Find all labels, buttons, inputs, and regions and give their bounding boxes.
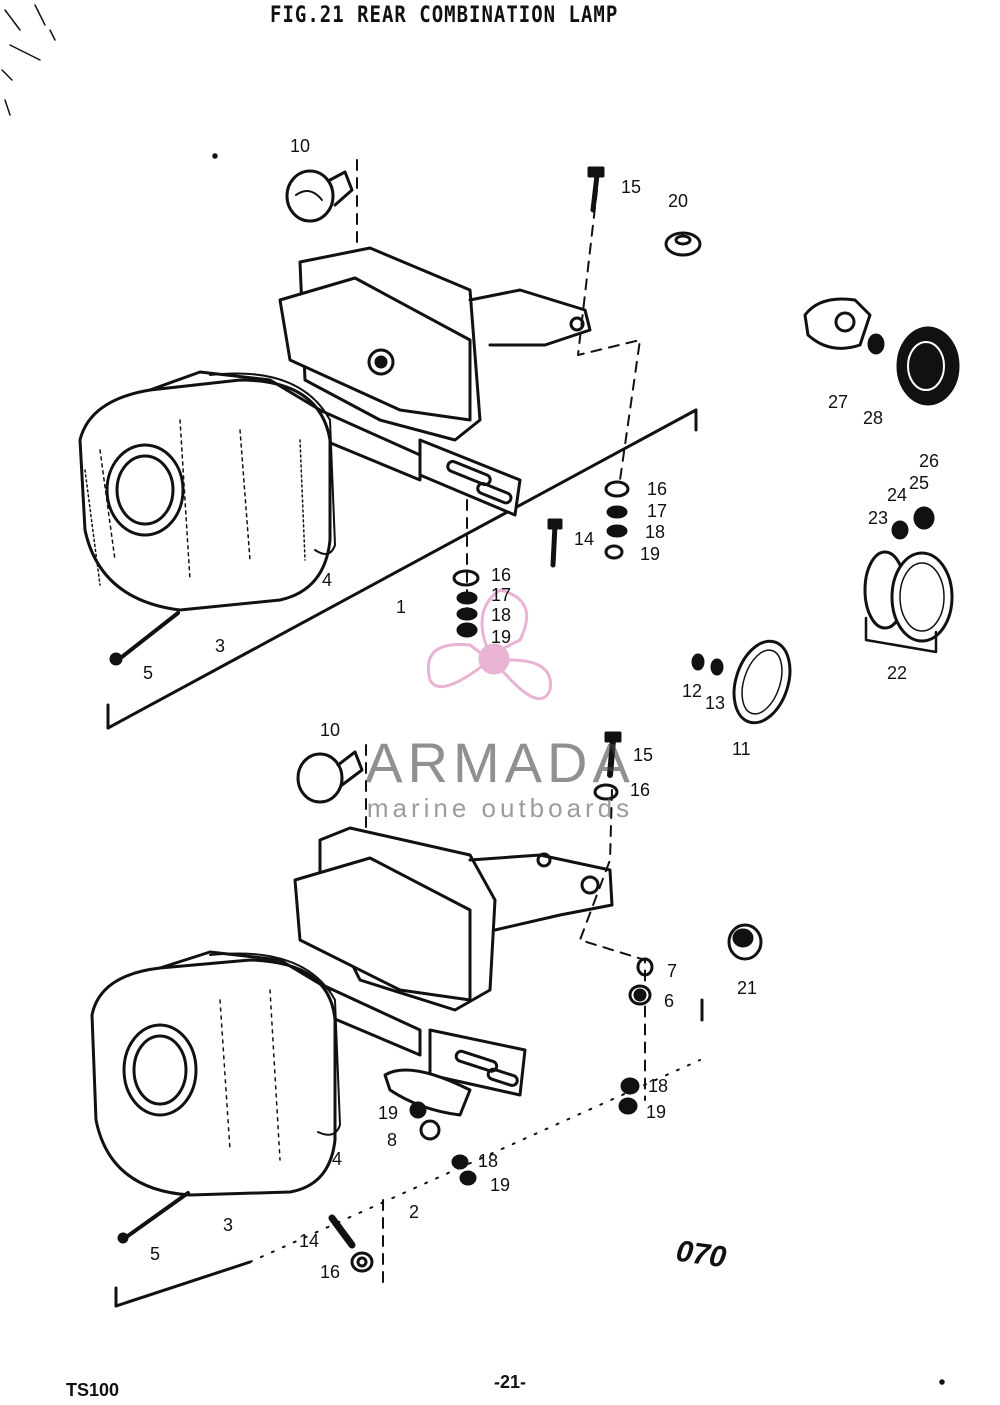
bulb-10-lower xyxy=(296,750,364,804)
callout-upper-26: 26 xyxy=(919,451,940,471)
callout-lower-5: 5 xyxy=(150,1244,161,1264)
callout-upper-20: 20 xyxy=(668,191,689,211)
callout-upper-19b: 19 xyxy=(491,627,512,647)
washer-stack-center xyxy=(452,569,480,638)
screw-5 xyxy=(109,611,180,666)
callout-lower-7: 7 xyxy=(667,961,678,981)
callout-upper-15: 15 xyxy=(621,177,642,197)
washer-stack-lower-center xyxy=(409,1101,477,1186)
callout-lower-18b: 18 xyxy=(478,1151,499,1171)
callout-upper-13: 13 xyxy=(705,693,726,713)
callout-upper-22: 22 xyxy=(887,663,908,683)
callout-lower-21: 21 xyxy=(737,978,758,998)
callout-upper-16b: 16 xyxy=(491,565,512,585)
callout-lower-16: 16 xyxy=(630,780,651,800)
callout-lower-3: 3 xyxy=(223,1215,234,1235)
callout-upper-25: 25 xyxy=(909,473,930,493)
callout-upper-5: 5 xyxy=(143,663,154,683)
callout-lower-19b: 19 xyxy=(378,1103,399,1123)
diagram-code: 070 xyxy=(674,1234,729,1275)
washer-stack-lower-right xyxy=(618,957,654,1115)
reflector-22 xyxy=(863,506,954,654)
reflex-lens-11 xyxy=(691,639,792,725)
callout-lower-8: 8 xyxy=(387,1130,398,1150)
callout-upper-28: 28 xyxy=(863,408,884,428)
callout-lower-15: 15 xyxy=(633,745,654,765)
callout-upper-14: 14 xyxy=(574,529,595,549)
callout-lower-14: 14 xyxy=(299,1231,320,1251)
watermark-propeller-icon xyxy=(427,588,552,701)
socket-27 xyxy=(803,297,885,355)
callout-upper-12: 12 xyxy=(682,681,703,701)
callout-upper-18b: 18 xyxy=(491,605,512,625)
callout-upper-23: 23 xyxy=(868,508,889,528)
lamp-bracket xyxy=(273,246,592,517)
callout-upper-27: 27 xyxy=(828,392,849,412)
callout-lower-4: 4 xyxy=(332,1149,343,1169)
callout-upper-17b: 17 xyxy=(491,585,512,605)
page-number: -21- xyxy=(494,1372,527,1392)
lens-26 xyxy=(896,326,960,406)
callout-lower-16b: 16 xyxy=(320,1262,341,1282)
callout-upper-10: 10 xyxy=(290,136,311,156)
watermark-brand-name: ARMADA xyxy=(365,731,635,794)
lower-lamp-assembly xyxy=(1,4,945,1385)
callout-upper-4: 4 xyxy=(322,570,333,590)
callout-lower-10: 10 xyxy=(320,720,341,740)
callout-upper-18a: 18 xyxy=(645,522,666,542)
callout-upper-19a: 19 xyxy=(640,544,661,564)
bolt-14-lower xyxy=(328,1214,374,1273)
callout-lower-2: 2 xyxy=(409,1202,420,1222)
model-label: TS100 xyxy=(66,1380,120,1400)
callout-lower-19a: 19 xyxy=(646,1102,667,1122)
screw-15 xyxy=(587,166,605,213)
callout-upper-16a: 16 xyxy=(647,479,668,499)
bulb-10 xyxy=(285,169,354,223)
callout-lower-19c: 19 xyxy=(490,1175,511,1195)
screw-5-lower xyxy=(117,1191,190,1244)
figure-title: FIG.21 REAR COMBINATION LAMP xyxy=(270,2,619,28)
callout-upper-24: 24 xyxy=(887,485,908,505)
callout-lower-6: 6 xyxy=(664,991,675,1011)
callout-upper-1: 1 xyxy=(396,597,407,617)
upper-lamp-assembly xyxy=(78,159,960,730)
watermark-tagline: marine outboards xyxy=(366,793,634,823)
bolt-15-lower xyxy=(593,731,622,801)
callout-upper-3: 3 xyxy=(215,636,226,656)
lamp-bracket-lower xyxy=(288,826,614,1141)
callout-upper-11: 11 xyxy=(732,739,751,759)
bolt-14-upper xyxy=(547,518,563,568)
callout-lower-18a: 18 xyxy=(648,1076,669,1096)
washer-stack-right xyxy=(604,480,630,560)
lamp-housing-3-lower xyxy=(90,950,337,1197)
grommet-20 xyxy=(664,231,702,257)
cushion-21 xyxy=(727,923,763,961)
lamp-housing-3 xyxy=(78,370,332,612)
callout-upper-17a: 17 xyxy=(647,501,668,521)
scan-specks xyxy=(1,4,945,1385)
